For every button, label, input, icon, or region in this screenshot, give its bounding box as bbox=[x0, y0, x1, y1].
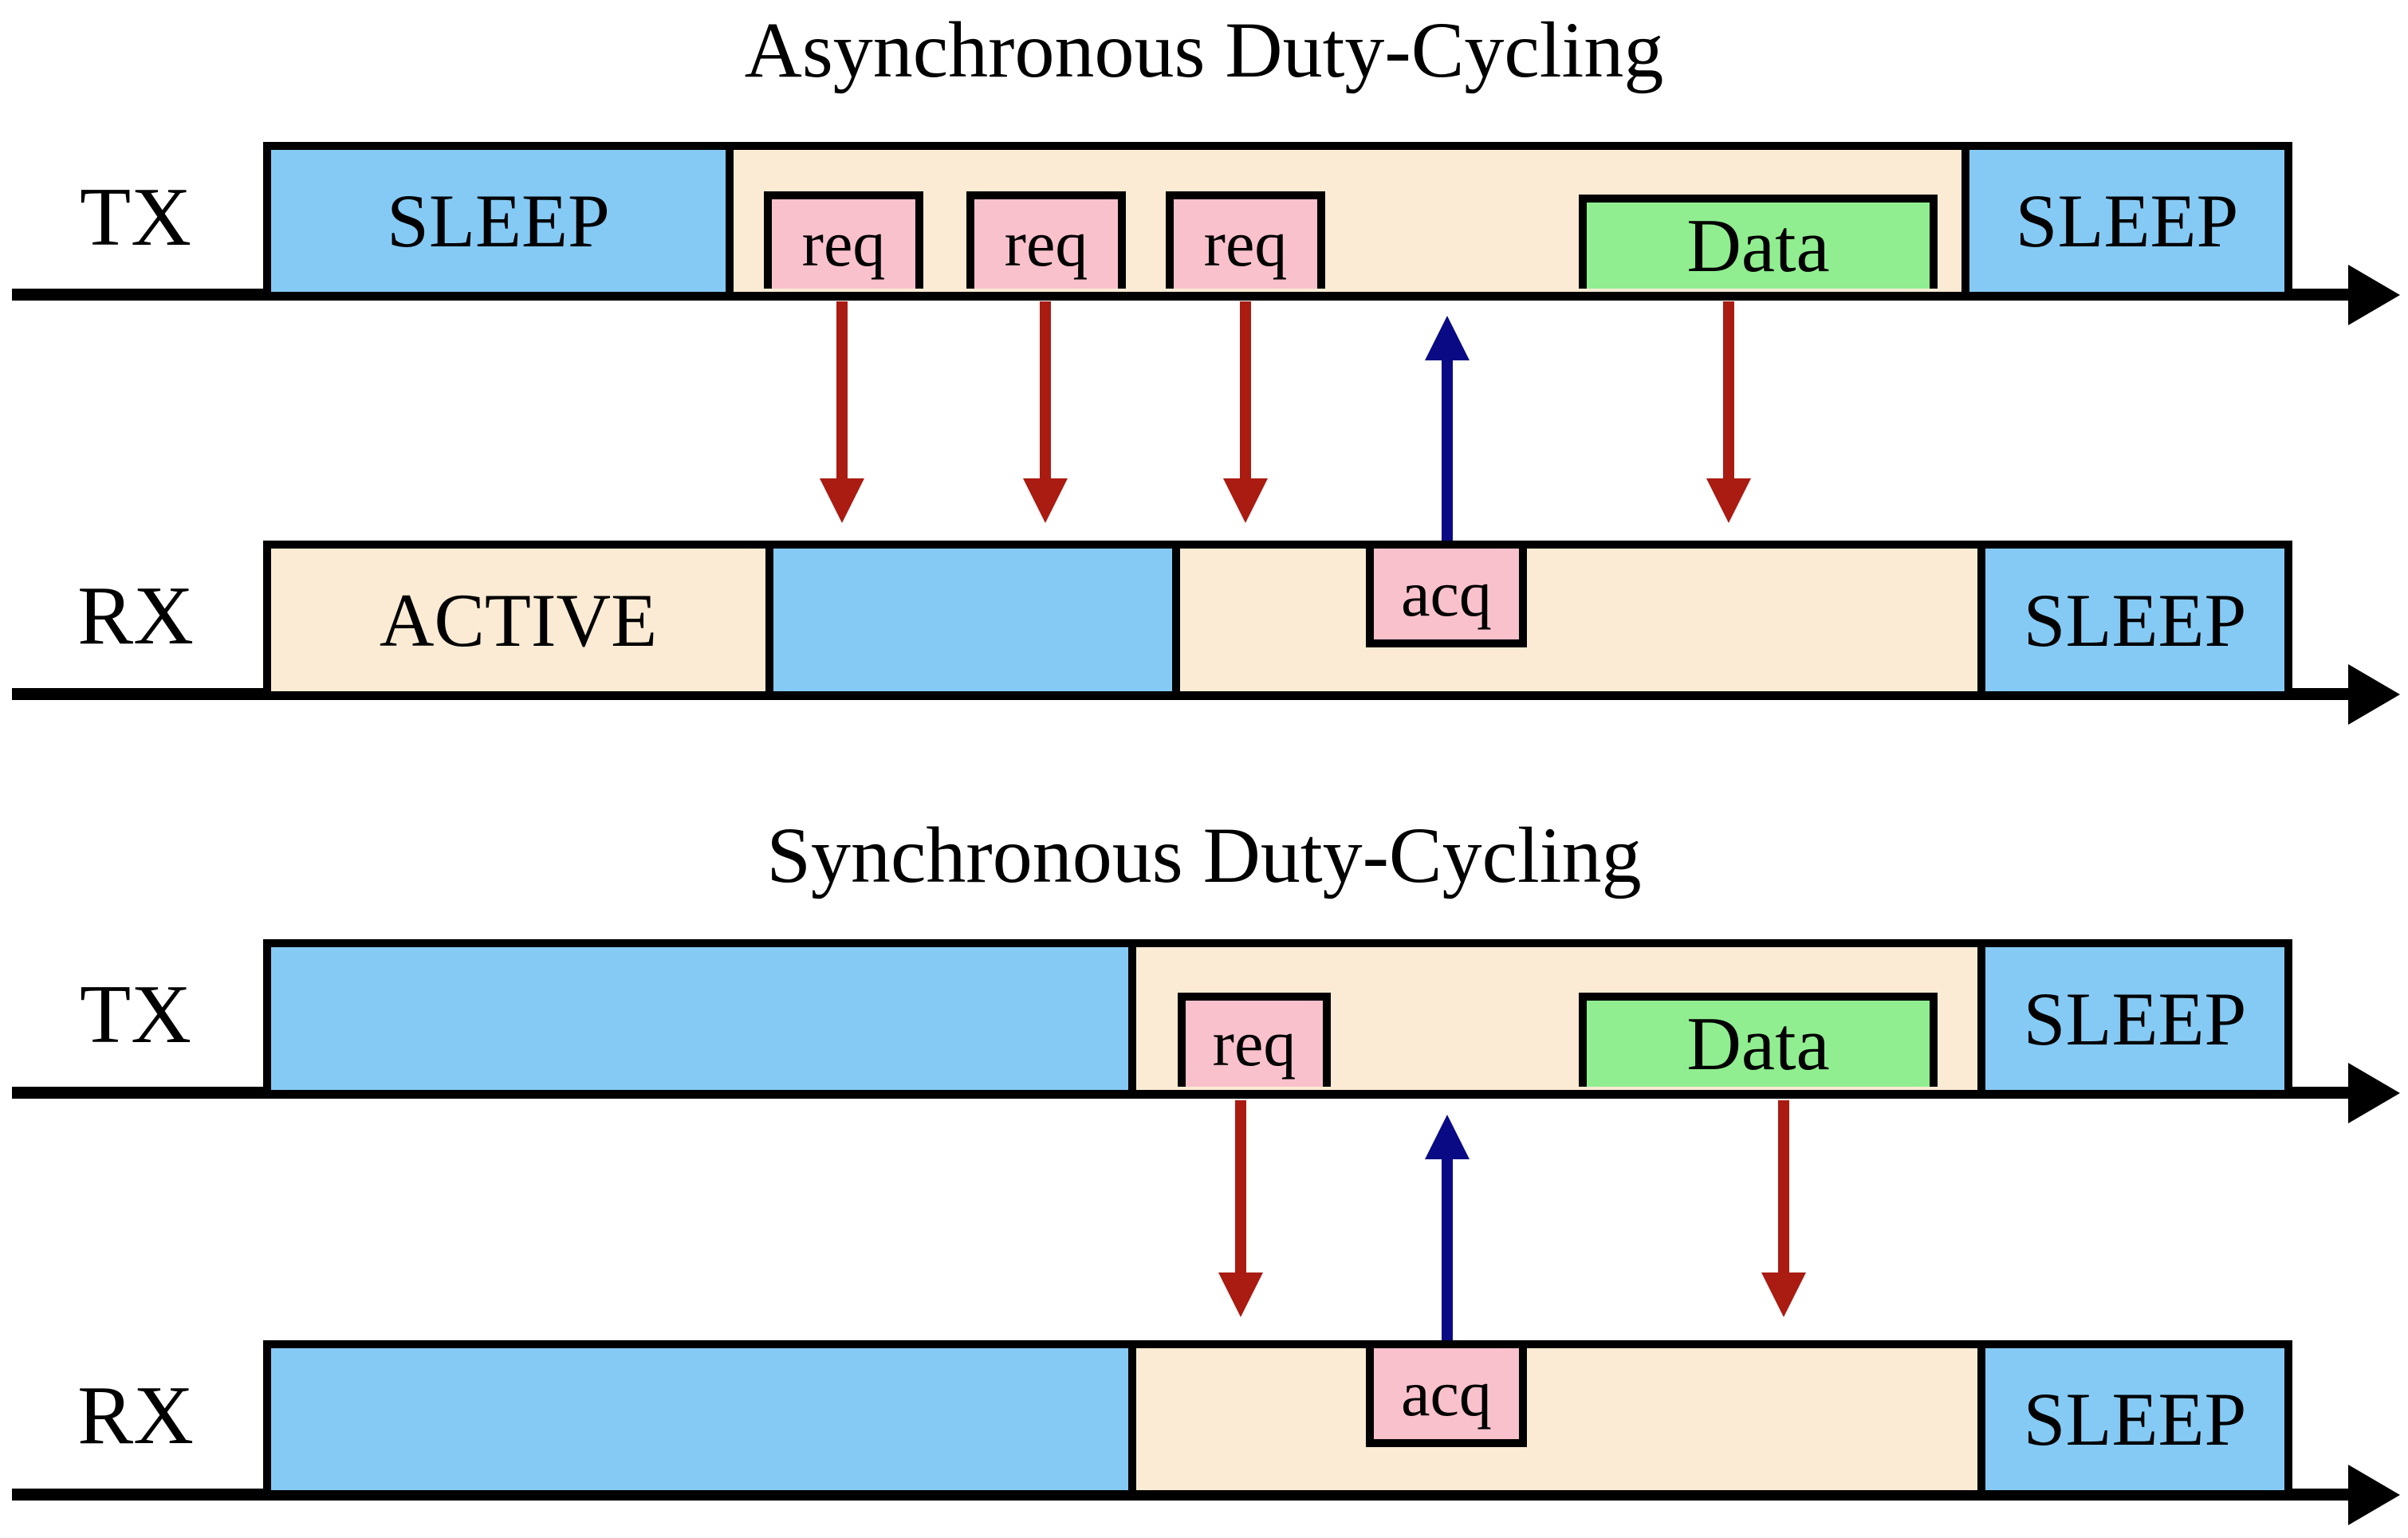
async-tx-sleep-end-box: SLEEP bbox=[1961, 150, 2284, 292]
sync-section-title: Synchronous Duty-Cycling bbox=[766, 811, 1642, 899]
sync-tx-axis-label: TX bbox=[80, 967, 191, 1060]
async-rx-awake-box bbox=[1172, 549, 1977, 691]
sync-tx-axis-arrowhead-icon bbox=[2348, 1063, 2400, 1123]
sync-rx-sleep-end-box: SLEEP bbox=[1977, 1348, 2284, 1490]
sync-rx-axis-arrowhead-icon bbox=[2348, 1465, 2400, 1525]
async-tx-sleep-start-box: SLEEP bbox=[271, 150, 726, 292]
async-data-box: Data bbox=[1579, 195, 1938, 289]
async-acq-box: acq bbox=[1366, 549, 1527, 647]
async-rx-sleep-end-box: SLEEP bbox=[1977, 549, 2284, 691]
async-req-box-2: req bbox=[966, 191, 1126, 289]
sync-tx-sleep-end-label: SLEEP bbox=[2023, 976, 2247, 1061]
async-req3-arrowhead-icon bbox=[1223, 478, 1268, 523]
async-acq-arrowhead-icon bbox=[1425, 316, 1470, 360]
async-rx-active-box: ACTIVE bbox=[271, 549, 765, 691]
async-req-box-1: req bbox=[764, 191, 923, 289]
sync-acq-box: acq bbox=[1366, 1348, 1527, 1447]
sync-rx-awake-box bbox=[1128, 1348, 1977, 1490]
async-acq-arrow bbox=[1442, 359, 1453, 541]
sync-acq-arrow bbox=[1442, 1159, 1453, 1340]
async-data-arrowhead-icon bbox=[1706, 478, 1751, 523]
async-req3-arrow bbox=[1240, 301, 1251, 478]
sync-acq-label: acq bbox=[1401, 1357, 1492, 1430]
sync-rx-timeline-axis bbox=[12, 1489, 2348, 1501]
async-rx-sleep-mid-box bbox=[765, 549, 1172, 691]
sync-tx-sleep-start-box bbox=[271, 947, 1128, 1090]
sync-rx-row: SLEEP bbox=[263, 1340, 2292, 1490]
async-req-label-3: req bbox=[1203, 207, 1288, 280]
async-rx-sleep-end-label: SLEEP bbox=[2023, 577, 2247, 663]
async-req2-arrow bbox=[1040, 301, 1051, 478]
async-req1-arrowhead-icon bbox=[820, 478, 864, 523]
sync-acq-arrowhead-icon bbox=[1425, 1115, 1470, 1159]
sync-rx-sleep-start-box bbox=[271, 1348, 1128, 1490]
sync-req-box: req bbox=[1178, 993, 1331, 1087]
sync-data-label: Data bbox=[1686, 1001, 1830, 1086]
async-rx-axis-label: RX bbox=[77, 568, 194, 662]
async-req-box-3: req bbox=[1166, 191, 1325, 289]
sync-tx-sleep-end-box: SLEEP bbox=[1977, 947, 2284, 1090]
async-req1-arrow bbox=[836, 301, 848, 478]
sync-req-arrowhead-icon bbox=[1218, 1272, 1263, 1317]
sync-rx-sleep-end-label: SLEEP bbox=[2023, 1377, 2247, 1461]
async-acq-label: acq bbox=[1401, 557, 1492, 630]
async-rx-active-label: ACTIVE bbox=[379, 577, 658, 663]
async-tx-axis-arrowhead-icon bbox=[2348, 265, 2400, 325]
sync-req-label: req bbox=[1212, 1007, 1296, 1080]
async-tx-axis-label: TX bbox=[80, 169, 191, 263]
sync-req-arrow bbox=[1235, 1100, 1246, 1272]
sync-data-arrow bbox=[1778, 1100, 1789, 1272]
async-rx-row: ACTIVE SLEEP bbox=[263, 541, 2292, 691]
sync-data-arrowhead-icon bbox=[1761, 1272, 1806, 1317]
sync-rx-axis-label: RX bbox=[77, 1367, 194, 1461]
async-req-label-2: req bbox=[1004, 207, 1088, 280]
async-tx-sleep-start-label: SLEEP bbox=[387, 179, 610, 263]
async-tx-sleep-end-label: SLEEP bbox=[2015, 179, 2239, 263]
async-rx-axis-arrowhead-icon bbox=[2348, 664, 2400, 725]
async-section-title: Asynchronous Duty-Cycling bbox=[744, 6, 1664, 94]
async-req2-arrowhead-icon bbox=[1023, 478, 1068, 523]
sync-data-box: Data bbox=[1579, 993, 1938, 1087]
async-req-label-1: req bbox=[801, 207, 886, 280]
async-data-arrow bbox=[1723, 301, 1734, 478]
async-data-label: Data bbox=[1686, 203, 1830, 288]
